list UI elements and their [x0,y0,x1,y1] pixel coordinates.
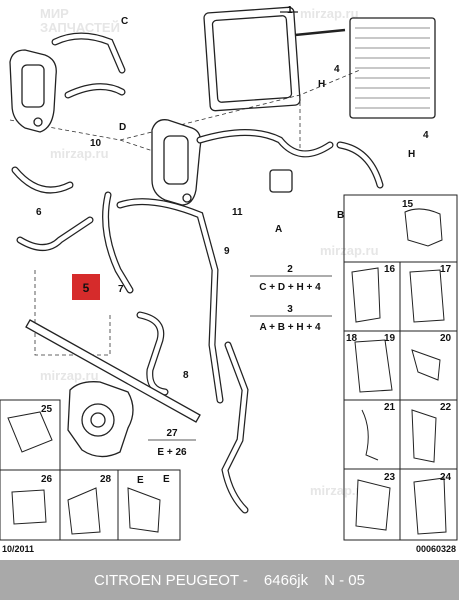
highlight-part-label: 5 [83,281,90,295]
right-parts-grid [343,194,458,541]
grid-part-18: 18 [346,333,358,344]
bottom-part-26: 26 [41,474,53,485]
date-code: 10/2011 [2,544,34,554]
bottom-part-28: 28 [100,474,112,485]
callout-1: 1 [287,5,293,16]
formula-27-text: E + 26 [157,447,187,458]
grid-part-16: 16 [384,264,396,275]
bottom-parts-grid [0,399,181,541]
callout-6: 6 [36,207,42,218]
grid-part-19: 19 [384,333,396,344]
grid-part-23: 23 [384,472,396,483]
pipe-and-pump [25,169,293,458]
callout-b: B [337,210,344,221]
bottom-parts-labels: 25 26 28 E [41,404,170,485]
callout-h1: H [318,79,325,90]
watermark-layer: МИР ЗАПЧАСТЕЙ mirzap.ru mirzap.ru mirzap… [40,6,379,498]
watermark-3: mirzap.ru [320,243,379,258]
formula-3-num: 3 [287,304,293,315]
formula-2-num: 2 [287,264,293,275]
callout-4a: 4 [334,64,340,75]
watermark-2: mirzap.ru [50,146,109,161]
grid-part-17: 17 [440,264,452,275]
bottom-part-e: E [163,474,170,485]
callout-4b: 4 [423,130,429,141]
watermark-5: mirzap.ru [310,483,369,498]
callout-a: A [275,224,282,235]
callout-c: C [121,16,128,27]
footer-part-number: 6466jk [263,571,309,589]
hoses [11,32,384,514]
footer-brand: CITROEN PEUGEOT - [94,571,248,589]
grid-part-20: 20 [440,333,452,344]
footer-page: N - 05 [324,571,365,589]
watermark-ru-1: МИР [40,6,69,21]
formula-3-text: A + B + H + 4 [259,322,320,333]
formula-2-text: C + D + H + 4 [259,282,321,293]
bracket-10 [9,49,57,133]
formula-3: 3 A + B + H + 4 [250,304,332,333]
grid-part-21: 21 [384,402,396,413]
bottom-part-25: 25 [41,404,53,415]
formula-2: 2 C + D + H + 4 [250,264,332,293]
watermark-1: mirzap.ru [300,6,359,21]
callout-8: 8 [183,370,189,381]
grid-part-15: 15 [402,199,414,210]
grid-part-24: 24 [440,472,452,483]
highlight-part-5[interactable]: 5 [72,274,100,300]
right-parts-labels: 15 16 17 18 19 20 21 22 23 24 [346,199,452,483]
callout-d: D [119,122,126,133]
callouts: C D 1 4 H 4 H 10 6 11 A B 9 7 8 E [36,5,429,486]
callout-7: 7 [118,284,124,295]
hoses-inner [12,33,383,513]
doc-code: 00060328 [416,544,456,554]
callout-9: 9 [224,246,230,257]
watermark-ru-2: ЗАПЧАСТЕЙ [40,20,120,35]
parts-diagram: МИР ЗАПЧАСТЕЙ mirzap.ru mirzap.ru mirzap… [0,5,458,554]
callout-11: 11 [232,207,243,218]
heater-core-group [203,6,436,119]
grid-part-22: 22 [440,402,452,413]
formula-27-num: 27 [166,428,178,439]
bracket-11 [151,119,202,206]
callout-h2: H [408,149,415,160]
formula-27: 27 E + 26 [148,428,196,458]
footer-bar: CITROEN PEUGEOT - 6466jk N - 05 [0,560,459,600]
watermark-4: mirzap.ru [40,368,99,383]
callout-10: 10 [90,138,102,149]
callout-e: E [137,475,144,486]
